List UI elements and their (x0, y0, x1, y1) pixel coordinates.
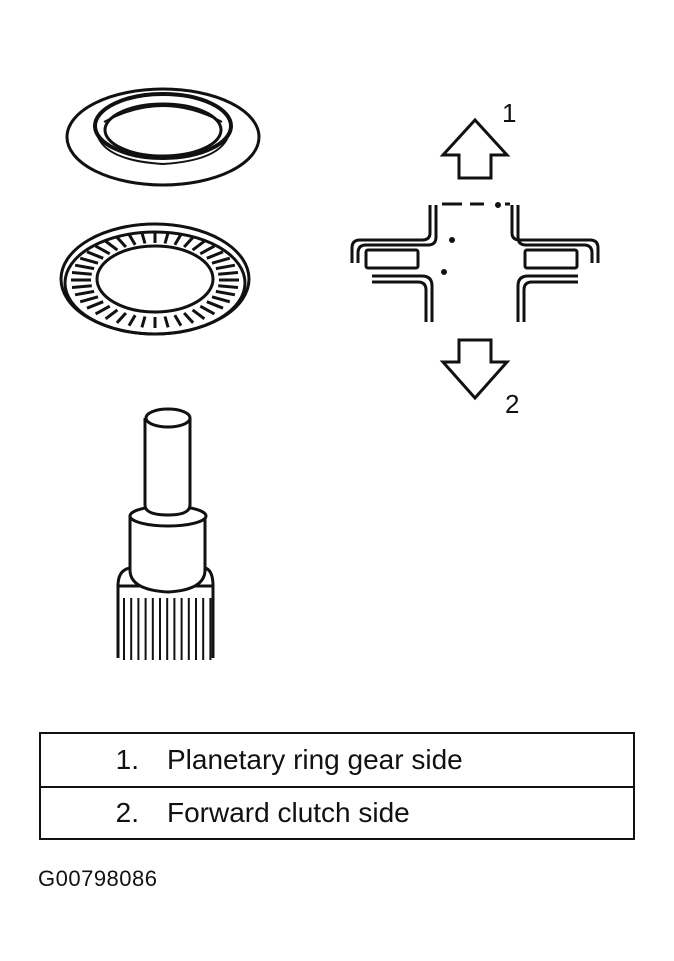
bearing-needle (71, 271, 92, 276)
bearing-needle (173, 314, 183, 327)
bearing-needle (163, 316, 170, 328)
legend-row-number: 1. (115, 744, 139, 775)
legend-row: 2. Forward clutch side (41, 786, 633, 838)
bearing-needle (79, 256, 99, 265)
bearing-needle (127, 233, 137, 246)
bearing-needle (74, 263, 95, 271)
bearing-needle (127, 314, 137, 327)
bearing-needle (74, 289, 95, 297)
bearing-needle (211, 295, 231, 304)
bearing-needle (86, 300, 104, 310)
figure-id: G00798086 (38, 866, 158, 891)
bearing-cross-section (350, 117, 600, 401)
legend-table: 1. Planetary ring gear side 2. Forward c… (39, 732, 635, 840)
bearing-needle (173, 233, 183, 246)
bearing-needle (218, 284, 239, 289)
bearing-needle (86, 250, 104, 260)
bearing-needle (104, 240, 119, 252)
legend-row-number: 2. (115, 797, 139, 828)
bearing-needle (94, 304, 111, 316)
bearing-needle (191, 308, 206, 320)
callout-2-label: 2 (505, 389, 519, 419)
bearing-needle (211, 256, 231, 265)
bearing-needle (182, 311, 195, 324)
bearing-needle (206, 300, 224, 310)
bearing-needle (215, 289, 236, 297)
bearing-needle (140, 316, 147, 328)
bearing-needle (191, 240, 206, 252)
bearing-needle (182, 236, 195, 249)
bearing-needle (104, 308, 119, 320)
thrust-race-illustration (65, 87, 261, 187)
legend-row: 1. Planetary ring gear side (41, 734, 633, 786)
bearing-needle (163, 232, 170, 244)
needle-thrust-bearing-illustration (59, 222, 251, 336)
bearing-orientation-diagram: 1 2 (59, 87, 600, 660)
bearing-needle (115, 311, 128, 324)
bearing-needle (206, 250, 224, 260)
bearing-needle (199, 304, 216, 316)
bearing-needle (94, 244, 111, 256)
arrow-up-icon (439, 117, 511, 180)
bearing-needle (71, 284, 92, 289)
shaft-illustration (116, 407, 215, 660)
bearing-needle (115, 236, 128, 249)
bearing-needle (199, 244, 216, 256)
bearing-needle (215, 263, 236, 271)
bearing-needle (218, 271, 239, 276)
arrow-down-icon (439, 338, 511, 401)
callout-1-label: 1 (502, 98, 516, 128)
bearing-needle (140, 232, 147, 244)
legend-row-text: Planetary ring gear side (167, 744, 463, 775)
legend-row-text: Forward clutch side (167, 797, 410, 828)
bearing-needle (79, 295, 99, 304)
